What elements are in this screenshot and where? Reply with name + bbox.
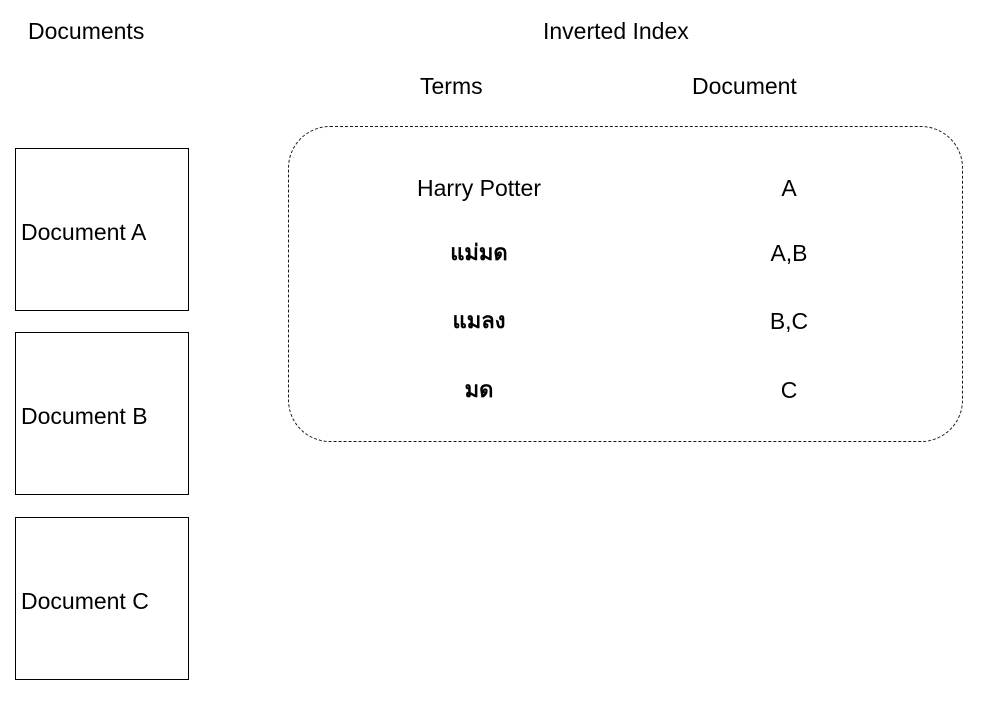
index-row: แม่มด A,B (289, 236, 964, 270)
document-box-a-label: Document A (21, 219, 147, 245)
index-term: มด (464, 377, 494, 402)
inverted-index-container: Harry Potter A แม่มด A,B แมลง B,C มด C (288, 126, 963, 442)
document-box-c-label: Document C (21, 588, 149, 614)
document-box-b: Document B (15, 332, 189, 495)
index-term: Harry Potter (417, 175, 541, 201)
index-term: แม่มด (450, 240, 508, 265)
index-document-refs: B,C (769, 308, 809, 334)
document-box-b-label: Document B (21, 403, 148, 429)
index-document-refs: C (780, 377, 798, 403)
document-box-a: Document A (15, 148, 189, 311)
index-term: แมลง (452, 308, 506, 333)
document-box-c: Document C (15, 517, 189, 680)
terms-column-heading: Terms (420, 73, 483, 99)
documents-heading: Documents (28, 18, 145, 44)
index-row: แมลง B,C (289, 304, 964, 338)
document-column-heading: Document (692, 73, 797, 99)
index-row: มด C (289, 373, 964, 407)
inverted-index-heading: Inverted Index (543, 18, 689, 44)
index-document-refs: A,B (770, 240, 808, 266)
index-document-refs: A (781, 175, 797, 201)
index-row: Harry Potter A (289, 171, 964, 205)
